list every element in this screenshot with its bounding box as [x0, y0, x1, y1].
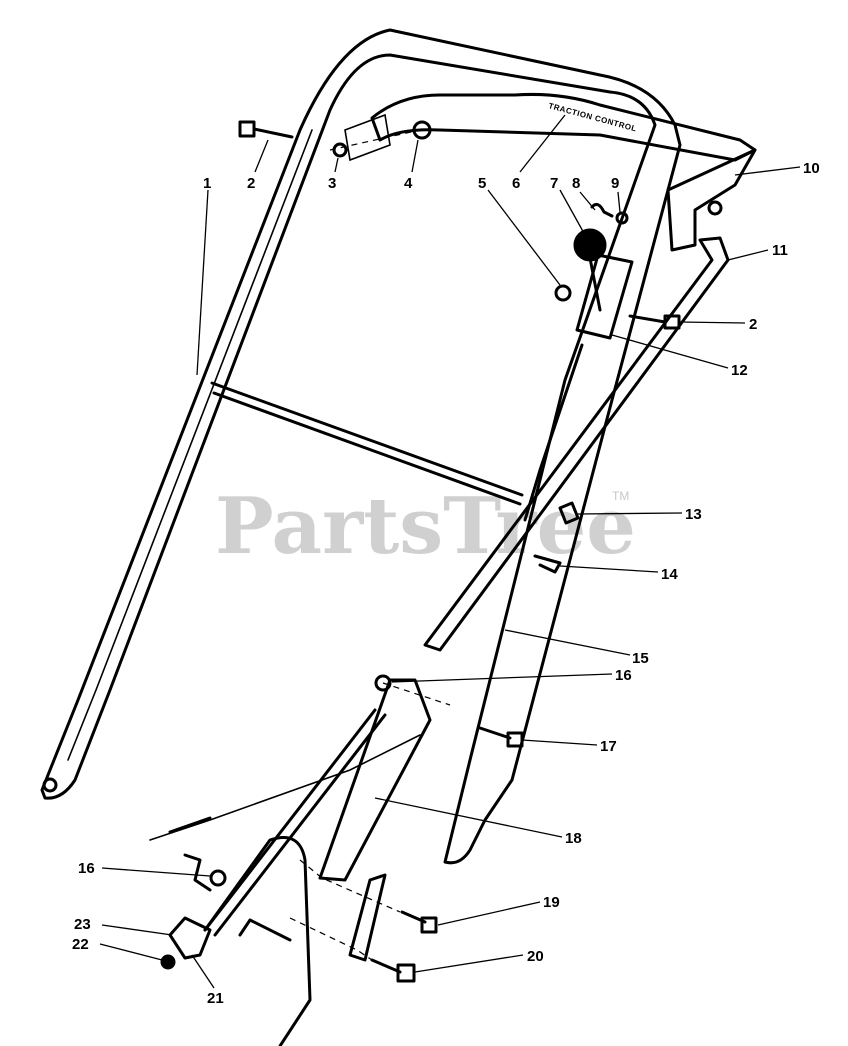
control-lever-plate	[575, 253, 634, 340]
nut-5	[554, 284, 572, 302]
callout-9: 9	[611, 175, 619, 192]
callout-17: 17	[600, 738, 617, 755]
nut-16-lower	[209, 869, 227, 887]
leader-1	[196, 189, 209, 376]
leader-15	[504, 629, 631, 656]
trademark: TM	[612, 489, 629, 503]
clip-14	[533, 554, 562, 574]
leader-9	[617, 191, 621, 213]
nut-10	[707, 200, 723, 216]
callout-14: 14	[661, 566, 678, 583]
deck-housing	[203, 836, 312, 1046]
crossbar	[210, 381, 524, 506]
bolt-2-upper	[238, 120, 294, 139]
handle-tube-inner	[67, 129, 313, 761]
leader-2a	[254, 139, 269, 173]
bolt-17	[478, 726, 524, 748]
leader-10	[734, 166, 801, 176]
callout-3: 3	[328, 175, 336, 192]
leader-21	[191, 954, 215, 989]
callout-19: 19	[543, 894, 560, 911]
assembly-line-16	[382, 682, 451, 706]
watermark: PartsTree	[215, 481, 636, 572]
callout-20: 20	[527, 948, 544, 965]
callout-16-lower: 16	[78, 860, 95, 877]
control-rod	[423, 236, 730, 652]
leader-18	[374, 797, 563, 838]
leader-3	[334, 157, 339, 173]
cable-spring	[168, 816, 212, 834]
callout-13: 13	[685, 506, 702, 523]
callout-11: 11	[772, 242, 788, 259]
bracket-rectangle	[344, 113, 391, 162]
callout-5: 5	[478, 175, 486, 192]
leader-11	[727, 249, 769, 261]
leader-19	[437, 901, 541, 926]
leader-7	[559, 189, 586, 236]
leader-6	[519, 114, 566, 173]
callout-15: 15	[632, 650, 649, 667]
callout-21: 21	[207, 990, 224, 1007]
leader-13	[577, 512, 683, 515]
upper-handle	[40, 28, 682, 865]
leader-16b	[101, 867, 211, 877]
callout-18: 18	[565, 830, 582, 847]
callout-1: 1	[203, 175, 211, 192]
bolt-19	[400, 910, 438, 934]
nut-4	[412, 120, 432, 140]
callout-8: 8	[572, 175, 580, 192]
nut-3	[332, 142, 348, 158]
spring-part	[160, 954, 176, 970]
clip-8	[590, 202, 614, 218]
bottom-bracket	[168, 916, 212, 960]
plate-label: TRACTION CONTROL	[547, 101, 637, 133]
leader-4	[411, 139, 419, 173]
pivot-link	[183, 853, 212, 892]
leader-23	[101, 924, 173, 936]
lower-rod	[203, 708, 387, 937]
callout-2-lower: 2	[749, 316, 757, 333]
callout-22: 22	[72, 936, 89, 953]
leader-14	[559, 565, 659, 573]
assembly-line-3-4	[329, 129, 421, 151]
callout-2-upper: 2	[247, 175, 255, 192]
control-cable	[523, 343, 584, 522]
bolt-20	[370, 958, 416, 983]
bolt-2-lower	[628, 314, 681, 330]
callout-23: 23	[74, 916, 91, 933]
leader-17	[521, 739, 598, 746]
right-bracket	[666, 148, 757, 252]
lever-shaft	[588, 256, 602, 312]
washer-9	[615, 211, 629, 225]
traction-control-bracket	[370, 92, 757, 162]
nut-13	[558, 501, 580, 525]
leader-5	[487, 189, 561, 286]
leader-2b	[679, 321, 746, 324]
callout-16-upper: 16	[615, 667, 632, 684]
leader-20	[414, 954, 524, 973]
handle-bolt-hole	[42, 777, 58, 793]
callout-10: 10	[803, 160, 820, 177]
lower-arm	[348, 873, 387, 962]
nut-16-upper	[374, 674, 392, 692]
callout-7: 7	[550, 175, 558, 192]
callout-6: 6	[512, 175, 520, 192]
leader-8	[579, 191, 596, 211]
leader-12	[611, 334, 729, 369]
lever-knob	[573, 228, 607, 262]
leader-22	[99, 943, 163, 961]
assembly-line-20	[289, 917, 373, 961]
callout-4: 4	[404, 175, 413, 192]
leader-16a	[391, 673, 613, 683]
callout-12: 12	[731, 362, 748, 379]
